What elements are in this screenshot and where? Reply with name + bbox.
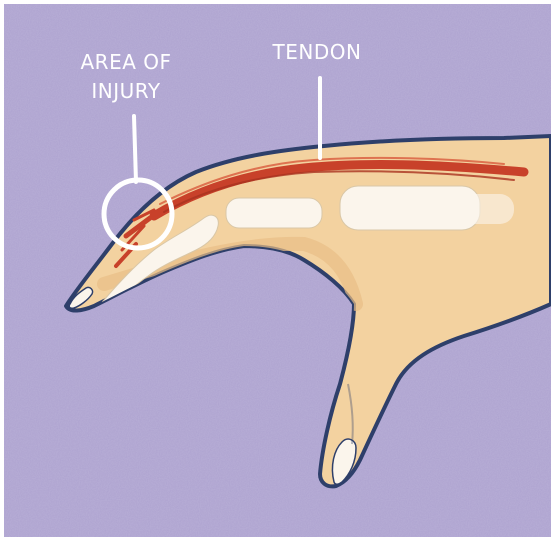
area-of-injury-label: AREA OF INJURY xyxy=(62,48,190,106)
area-of-injury-label-line1: AREA OF xyxy=(62,48,190,77)
tendon-label: TENDON xyxy=(252,38,382,67)
area-of-injury-label-line2: INJURY xyxy=(62,77,190,106)
injury-leader-line xyxy=(134,116,136,182)
illustration-frame: AREA OF INJURY TENDON xyxy=(4,4,551,537)
proximal-phalanx-bone-fade xyxy=(444,194,514,224)
middle-phalanx-bone xyxy=(226,198,322,228)
